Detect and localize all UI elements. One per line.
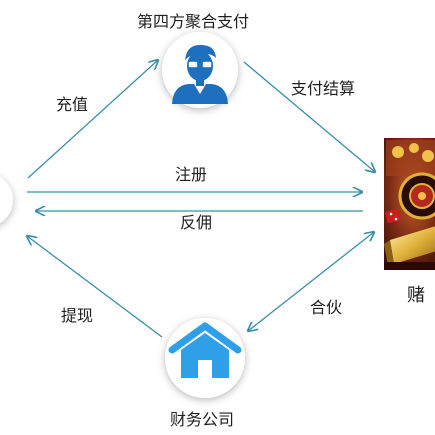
bottom-node-label: 财务公司 [170, 410, 235, 429]
casino-chips-roulette-icon [384, 138, 435, 270]
edge-label-withdraw: 提现 [61, 306, 94, 325]
top-node [162, 32, 238, 108]
arrow-top-to-right [243, 61, 375, 172]
arrow-right-bottom [248, 232, 374, 331]
arrow-left-to-top [27, 60, 158, 179]
house-icon [168, 322, 242, 378]
top-node-label: 第四方聚合支付 [137, 12, 250, 31]
left-node [0, 176, 13, 224]
right-node-label: 赌 [407, 285, 425, 306]
edge-label-register: 注册 [175, 165, 208, 184]
arrow-bottom-to-left [27, 236, 163, 338]
bottom-node [165, 318, 245, 398]
person-with-glasses-icon [172, 44, 228, 104]
edge-label-partnership: 合伙 [310, 298, 343, 317]
edge-label-rebate: 反佣 [180, 213, 213, 232]
edge-label-recharge: 充值 [56, 95, 89, 114]
right-node [384, 138, 435, 270]
edge-label-payment-settlement: 支付结算 [291, 79, 356, 98]
